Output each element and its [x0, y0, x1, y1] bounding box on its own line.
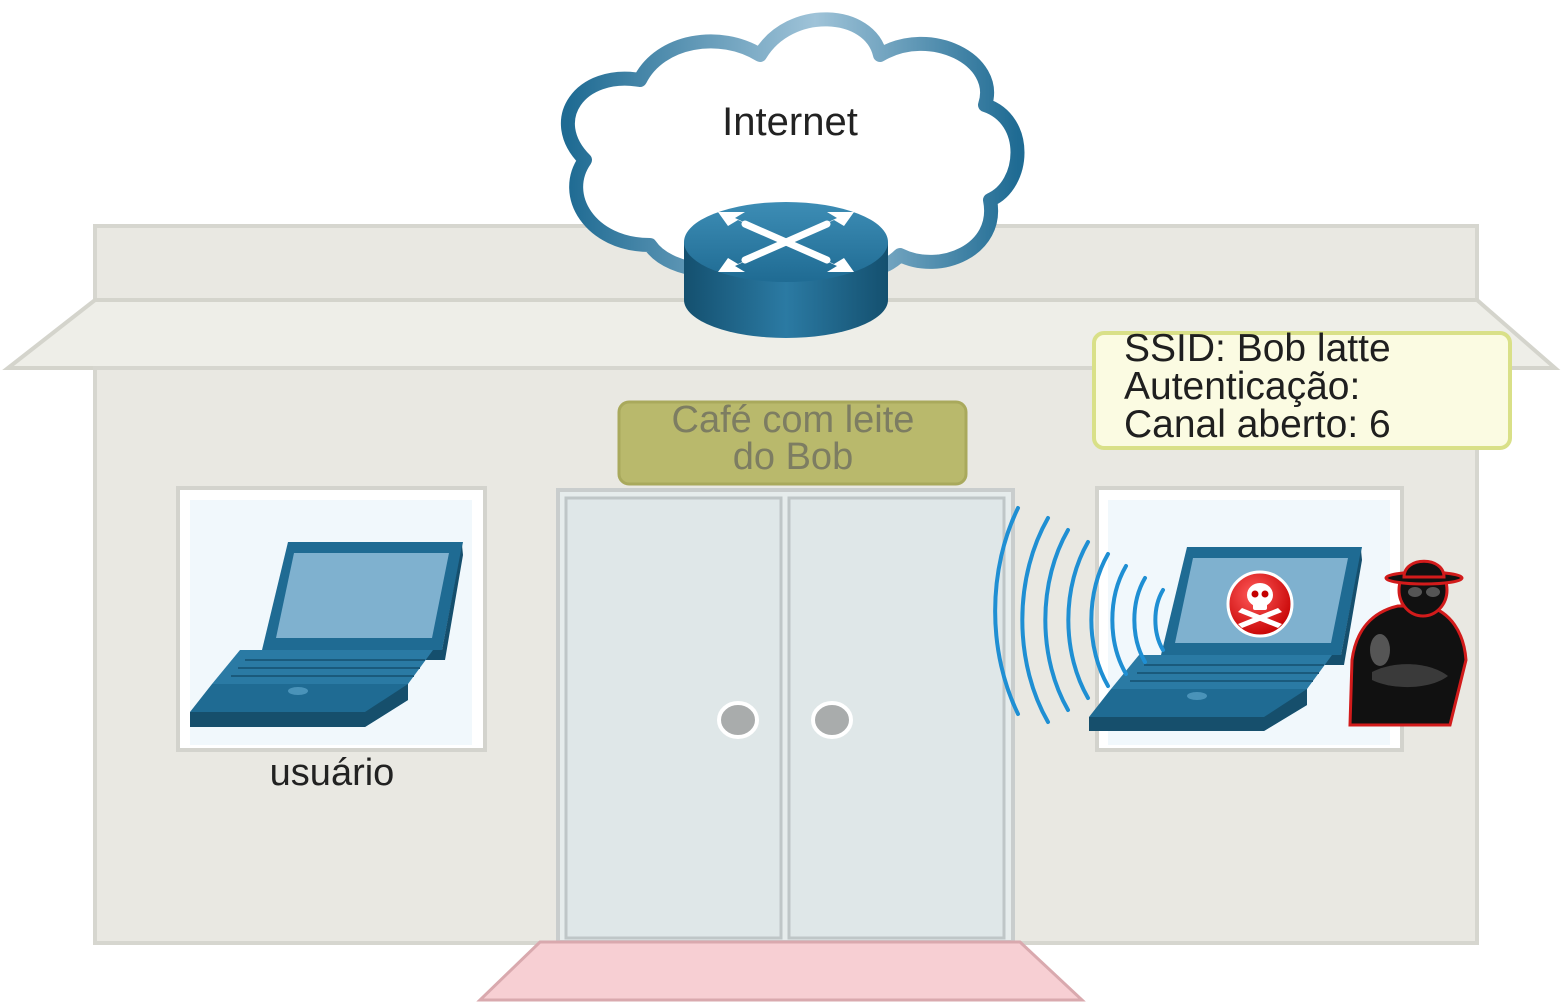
cloud-label: Internet	[722, 100, 858, 144]
cafe-sign-text: Café com leite do Bob	[620, 399, 966, 478]
skull-icon	[1226, 570, 1294, 638]
ssid-info-text: SSID: Bob latte Autenticação: Canal aber…	[1124, 327, 1391, 446]
ssid-info-box	[1092, 331, 1512, 450]
laptop-icon	[190, 542, 463, 727]
cafe-doors	[556, 488, 1015, 944]
door-mat	[476, 940, 1086, 1002]
cafe-sign-line-2: do Bob	[732, 436, 854, 478]
left-door-knob	[717, 701, 759, 739]
cafe-sign-line-1: Café com leite	[671, 399, 915, 441]
wifi-signal-icon	[993, 506, 1165, 724]
user-label: usuário	[269, 752, 395, 794]
router-icon	[684, 202, 888, 338]
hacker-icon	[1348, 559, 1468, 727]
ssid-line: SSID: Bob latte	[1124, 327, 1391, 370]
open-channel-line: Canal aberto: 6	[1124, 403, 1391, 446]
cafe-sign	[617, 400, 968, 486]
authentication-line: Autenticação:	[1124, 365, 1361, 408]
right-door-knob	[811, 701, 853, 739]
right-door	[787, 496, 1006, 940]
